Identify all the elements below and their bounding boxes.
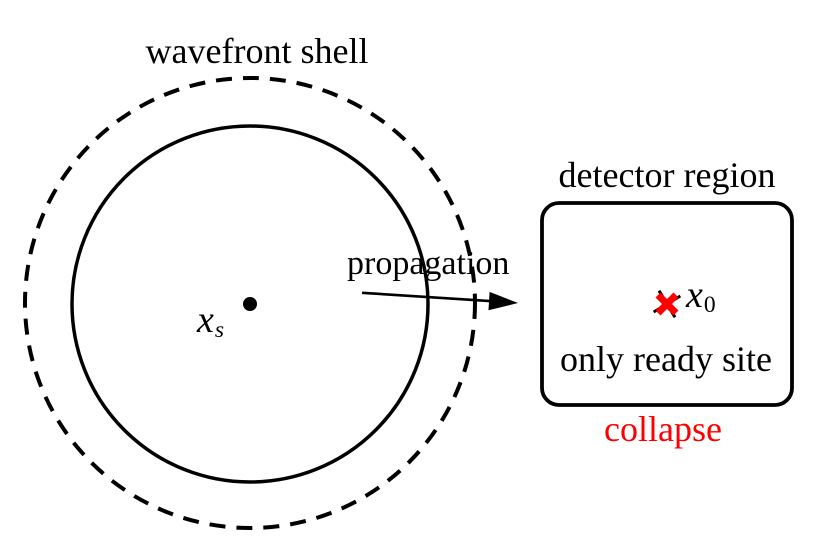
detector-region-label: detector region — [558, 155, 776, 195]
propagation-label: propagation — [347, 245, 510, 282]
detector-region-box — [540, 201, 794, 407]
source-point-label: xs — [197, 299, 224, 342]
source-point-dot — [243, 297, 257, 311]
source-point-label-base: x — [197, 299, 214, 341]
collapse-label: collapse — [604, 409, 722, 449]
propagation-arrow-shaft — [361, 291, 493, 303]
collapse-site-label-base: x — [686, 274, 703, 316]
propagation-arrowhead-icon — [488, 291, 518, 311]
source-point-label-sub: s — [214, 317, 225, 344]
propagation-arrow — [361, 291, 518, 311]
wavefront-shell-dashed-circle — [23, 76, 477, 530]
red-x-stroke-2 — [655, 292, 679, 316]
wavefront-inner-circle — [70, 124, 430, 484]
collapse-site-label: x0 — [686, 274, 716, 317]
collapse-site-label-sub: 0 — [703, 292, 716, 319]
wavefront-shell-label: wavefront shell — [145, 31, 369, 71]
only-ready-site-label: only ready site — [560, 339, 772, 379]
collapse-marker-red-x-icon — [655, 292, 679, 316]
